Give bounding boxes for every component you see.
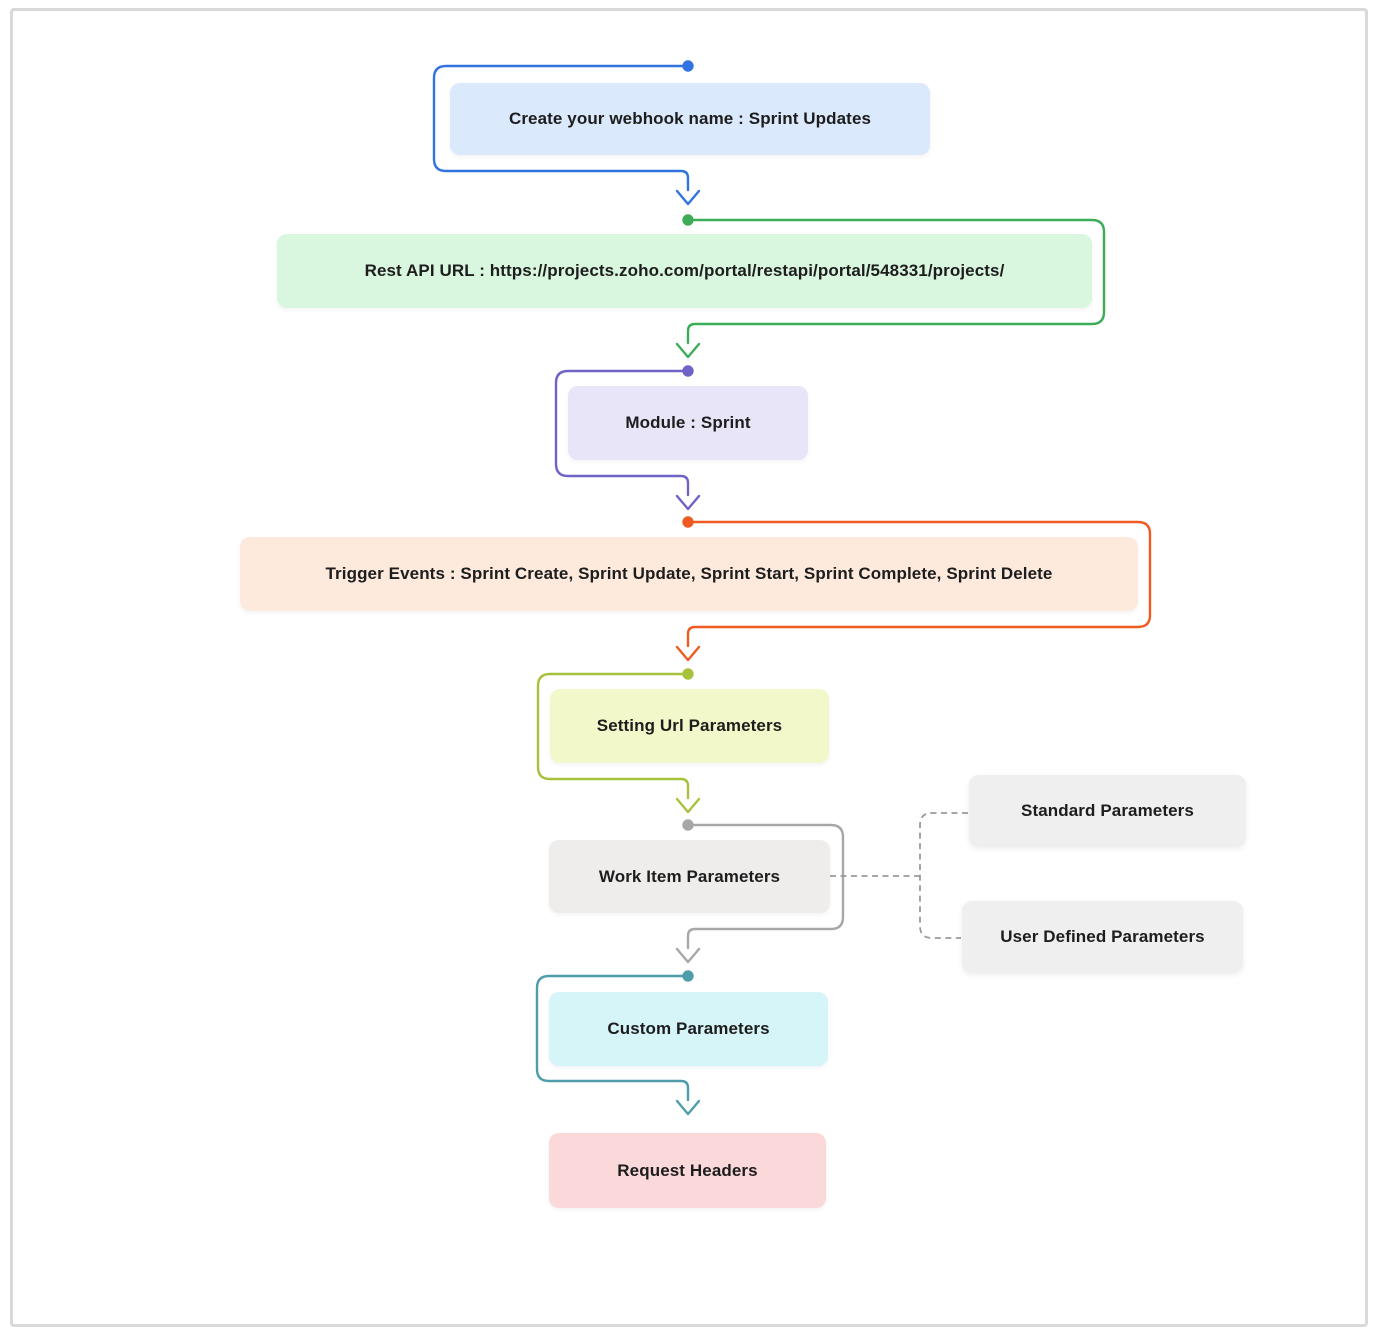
connector-line — [686, 823, 845, 950]
connector-custom-parameters — [535, 970, 701, 1116]
arrowhead-down-icon — [675, 1099, 701, 1116]
arrowhead-down-icon — [675, 947, 701, 964]
node-rest-api-url: Rest API URL : https://projects.zoho.com… — [277, 234, 1092, 308]
node-trigger-events: Trigger Events : Sprint Create, Sprint U… — [240, 537, 1138, 611]
arrowhead-down-icon — [675, 342, 701, 359]
node-rest-api-url-label: Rest API URL : https://projects.zoho.com… — [364, 261, 1005, 280]
node-webhook-name: Create your webhook name : Sprint Update… — [450, 83, 930, 155]
connector-dot — [682, 970, 694, 982]
arrowhead-down-icon — [675, 797, 701, 814]
connector-module — [554, 365, 701, 511]
branch-fork-line — [919, 812, 968, 939]
node-user-defined-parameters-label: User Defined Parameters — [1000, 927, 1205, 946]
node-setting-url-parameters: Setting Url Parameters — [550, 689, 829, 763]
node-module-label: Module : Sprint — [625, 413, 751, 432]
connector-dot — [682, 365, 694, 377]
node-user-defined-parameters: User Defined Parameters — [962, 901, 1243, 973]
connector-setting-url-parameters — [536, 668, 701, 814]
connector-line — [686, 520, 1152, 648]
connector-dot — [682, 668, 694, 680]
connector-line — [432, 64, 690, 192]
arrowhead-down-icon — [675, 494, 701, 511]
connector-work-item-parameters — [675, 819, 845, 964]
node-webhook-name-label: Create your webhook name : Sprint Update… — [508, 109, 872, 128]
connector-dot — [682, 516, 694, 528]
connector-dot — [682, 214, 694, 226]
connector-trigger-events — [675, 516, 1152, 662]
node-setting-url-parameters-label: Setting Url Parameters — [596, 716, 783, 735]
connector-rest-api-url — [675, 214, 1106, 359]
node-request-headers-label: Request Headers — [617, 1160, 758, 1180]
connector-webhook-name — [432, 60, 701, 206]
connector-line — [536, 672, 690, 800]
node-work-item-parameters-label: Work Item Parameters — [598, 866, 781, 886]
connector-dot — [682, 819, 694, 831]
node-trigger-events-label: Trigger Events : Sprint Create, Sprint U… — [325, 564, 1053, 583]
arrowhead-down-icon — [675, 189, 701, 206]
branch-dashed-connector — [830, 812, 968, 939]
node-custom-parameters: Custom Parameters — [549, 992, 828, 1066]
connector-line — [535, 974, 690, 1102]
node-standard-parameters-label: Standard Parameters — [1021, 801, 1194, 820]
arrowhead-down-icon — [675, 645, 701, 662]
connector-line — [686, 218, 1106, 345]
node-request-headers: Request Headers — [549, 1133, 826, 1208]
node-custom-parameters-label: Custom Parameters — [607, 1019, 770, 1038]
node-module: Module : Sprint — [568, 386, 808, 460]
node-work-item-parameters: Work Item Parameters — [549, 840, 830, 913]
connector-line — [554, 369, 690, 497]
node-standard-parameters: Standard Parameters — [969, 775, 1246, 847]
connector-dot — [682, 60, 694, 72]
